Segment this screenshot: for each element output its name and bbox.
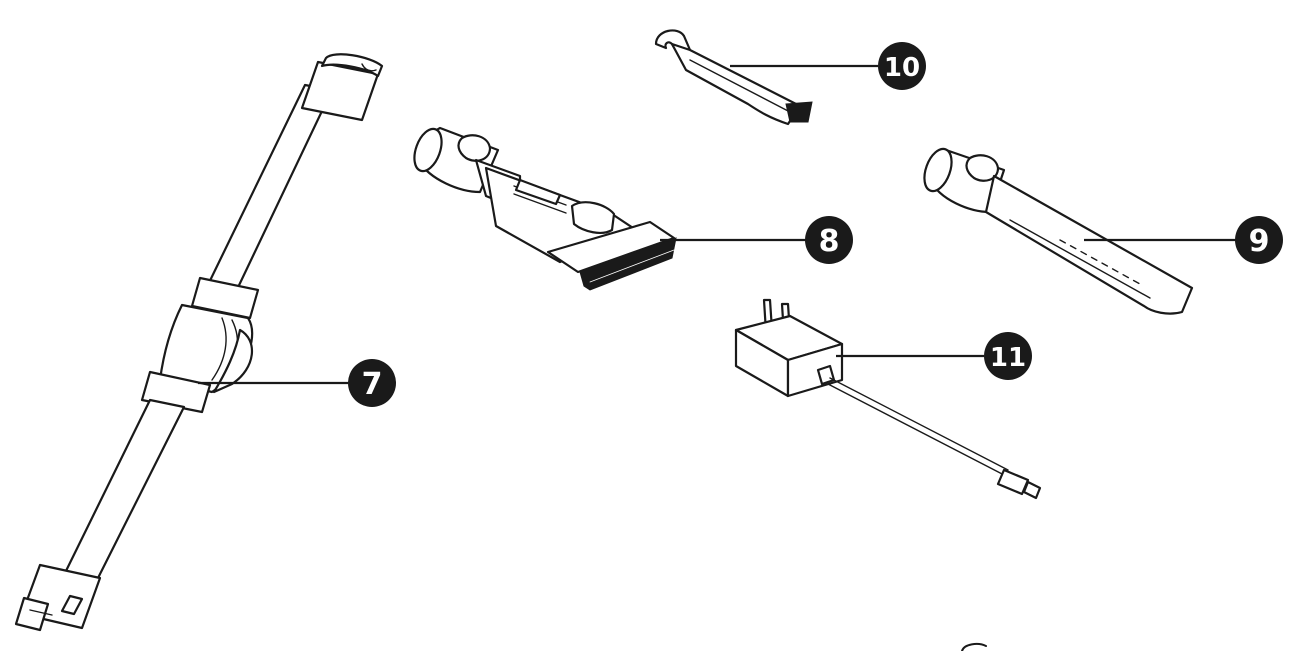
callout-11: 11 xyxy=(984,332,1032,380)
extension-tube-part xyxy=(14,53,384,632)
power-adapter-part xyxy=(734,298,1042,500)
callout-9: 9 xyxy=(1235,216,1283,264)
callout-8-label: 8 xyxy=(819,224,840,259)
cleaning-brush-tool-part xyxy=(654,29,813,126)
callout-7: 7 xyxy=(348,359,396,407)
callout-9-label: 9 xyxy=(1249,224,1270,259)
callout-8: 8 xyxy=(805,216,853,264)
partial-mark xyxy=(961,642,987,651)
callout-10: 10 xyxy=(878,42,926,90)
crevice-nozzle-part xyxy=(923,147,1194,315)
callout-10-label: 10 xyxy=(884,53,920,83)
callout-11-label: 11 xyxy=(990,343,1026,373)
callout-7-label: 7 xyxy=(362,367,383,402)
brush-nozzle-part xyxy=(413,126,677,291)
